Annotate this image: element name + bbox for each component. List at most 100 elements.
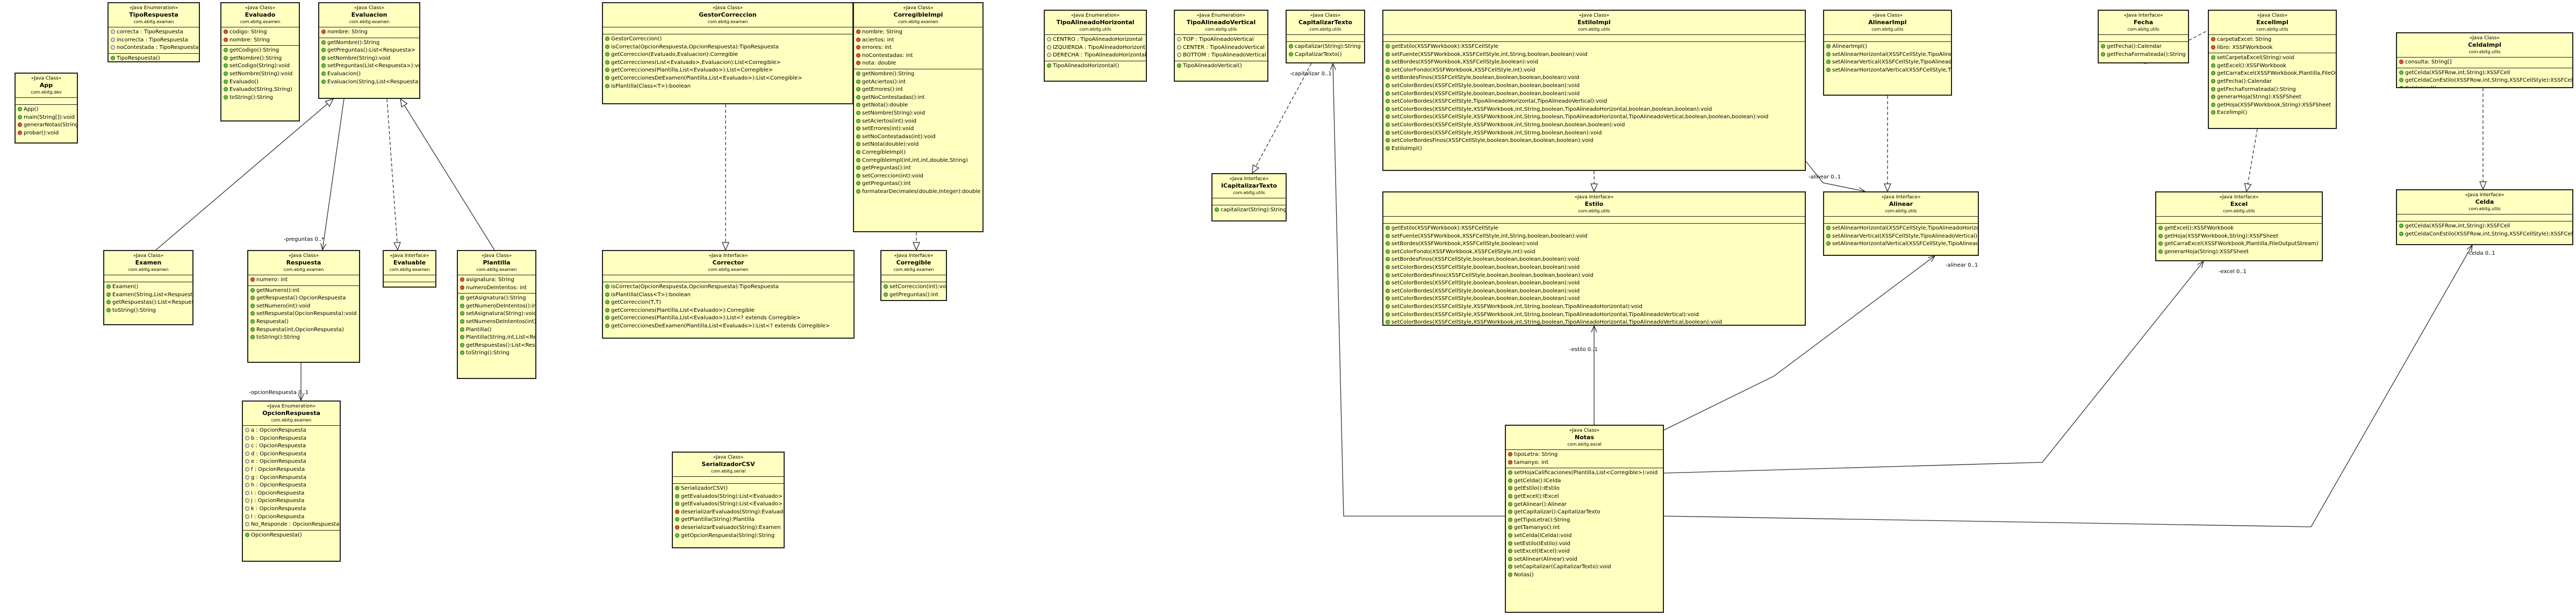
method-text: getCorreccionesDeExamen(Plantilla,List<E…: [611, 75, 802, 81]
method-text: setNumeroDeIntentos(int):void: [466, 318, 536, 325]
field-text: h : OpcionRespuesta: [251, 482, 306, 489]
public-method-icon: [2399, 231, 2403, 236]
method-row: getPreguntas():List<Respuesta>: [321, 47, 417, 55]
field-text: b : OpcionRespuesta: [251, 435, 306, 441]
public-method-icon: [250, 327, 255, 332]
method-text: getCorrecciones(Plantilla,List<Evaluado>…: [611, 307, 755, 313]
method-row: setBordesFinos(XSSFCellStyle,boolean,boo…: [1386, 74, 1803, 82]
method-row: setColorBordes(XSSFCellStyle,boolean,boo…: [1386, 295, 1803, 303]
method-row: getEvaluados(String):List<Evaluado>: [675, 500, 783, 509]
method-text: formatearDecimales(double,Integer):doubl…: [862, 188, 981, 195]
method-text: getRespuesta():OpcionRespuesta: [256, 295, 346, 302]
public-method-icon: [1386, 91, 1390, 96]
method-text: Evaluado(): [229, 78, 259, 85]
stereotype: «Java Class»: [245, 5, 276, 11]
class-name: Fecha: [2133, 19, 2154, 26]
method-text: setFuente(XSSFWorkbook,XSSFCellStyle,int…: [1391, 51, 1588, 58]
method-text: Evaluado(String,String): [229, 87, 292, 93]
method-row: getFechaFormateada():String: [2211, 86, 2334, 94]
method-row: getNumero():int: [250, 287, 357, 295]
method-text: setColorBordes(XSSFCellStyle,boolean,boo…: [1391, 90, 1580, 97]
method-row: getHoja(XSSFWorkbook,String):XSSFSheet: [2158, 233, 2320, 241]
package-name: com.ebitg.examen: [708, 267, 749, 272]
class-name: TipoAlineadoVertical: [1186, 19, 1256, 26]
field-row: nota: double: [856, 60, 980, 68]
multiplicity-label: -preguntas 0..*: [284, 237, 325, 242]
method-row: setColorFondo(XSSFWorkbook,XSSFCellStyle…: [1386, 248, 1803, 256]
method-row: deserializarEvaluado(String):Examen: [675, 524, 781, 532]
method-row: Evaluacion(): [321, 70, 417, 78]
public-method-icon: [856, 126, 860, 131]
method-text: Examen(String,List<Respuesta>): [112, 291, 193, 298]
public-method-icon: [1386, 257, 1390, 262]
method-text: setCorreccion(int):void: [889, 284, 947, 290]
field-text: correcta : TipoRespuesta: [117, 29, 183, 35]
field-text: nota: double: [862, 60, 896, 67]
fields-section: [1212, 198, 1286, 205]
field-row: incorrecta : TipoRespuesta: [111, 37, 197, 45]
fields-section: numero: int: [248, 275, 359, 286]
method-row: setNumeroDeIntentos(int):void: [460, 318, 536, 326]
method-row: setColorFondo(XSSFWorkbook,XSSFCellStyle…: [1386, 67, 1803, 75]
private-field-icon: [460, 285, 464, 290]
method-row: setBordes(XSSFWorkbook,XSSFCellStyle,boo…: [1386, 59, 1803, 67]
fields-section: [673, 477, 784, 484]
method-text: setEstilo(IEstilo):void: [1514, 540, 1570, 547]
public-method-icon: [856, 142, 860, 147]
stereotype: «Java Class»: [133, 253, 164, 259]
public-method-icon: [245, 532, 249, 537]
stereotype: «Java Interface»: [1229, 176, 1269, 182]
class-name: Examen: [135, 259, 162, 266]
public-method-icon: [605, 308, 609, 312]
public-method-icon: [1386, 304, 1390, 309]
class-box-tipoalineadohorizontal[interactable]: «Java Enumeration»TipoAlineadoHorizontal…: [1044, 10, 1147, 82]
class-name: TipoAlineadoHorizontal: [1056, 19, 1135, 26]
package-name: com.ebitg.examen: [271, 418, 312, 423]
public-method-icon: [1386, 99, 1390, 104]
method-text: setAlinearHorizontal(XSSFCellStyle,TipoA…: [1832, 51, 1952, 58]
public-method-icon: [1508, 556, 1512, 561]
method-row: Notas(): [1508, 571, 1661, 580]
method-row: setCarpetaExcel(String):void: [2211, 54, 2334, 62]
public-method-icon: [1826, 67, 1831, 72]
package-name: com.ebitg.utils: [1079, 27, 1111, 32]
public-method-icon: [224, 55, 228, 60]
public-method-icon: [106, 284, 111, 289]
public-method-icon: [1386, 75, 1390, 80]
method-row: getPlantilla(String):Plantilla: [675, 516, 781, 524]
class-name: EstiloImpl: [1577, 19, 1611, 26]
